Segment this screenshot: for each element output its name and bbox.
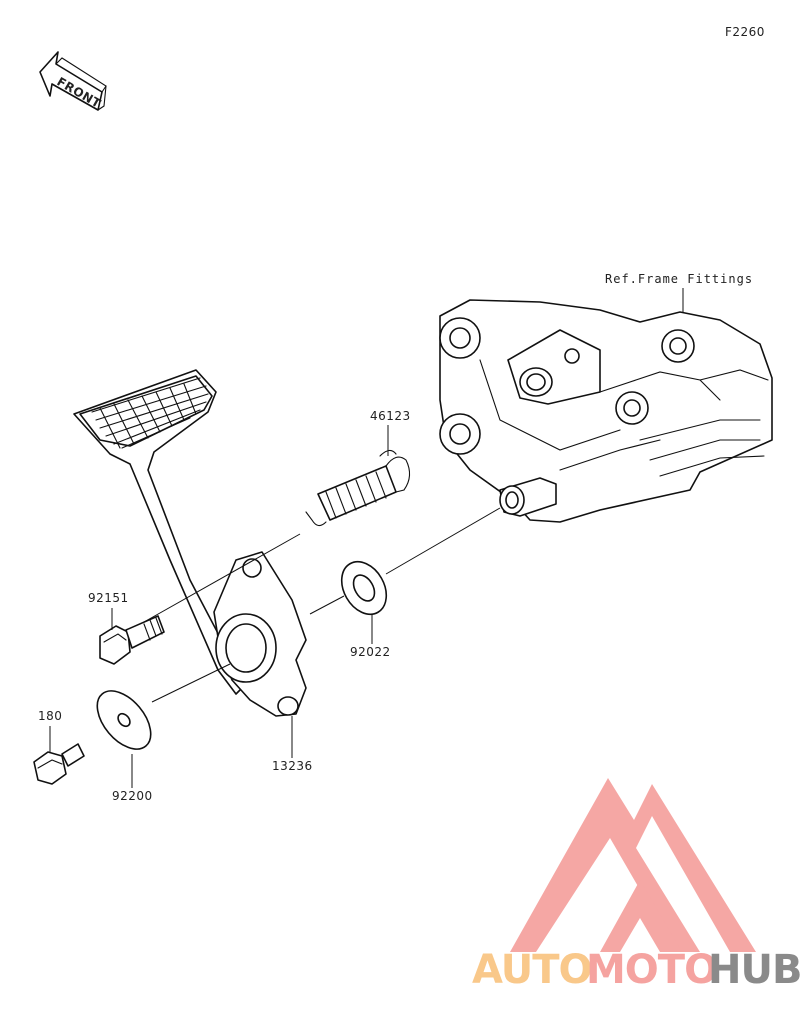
diagram-code: F2260 [725,25,765,39]
assembly-lines [143,507,501,703]
watermark-triangle-icon [510,778,756,952]
frame-fitting [439,299,773,523]
part-label-92022: 92022 [350,645,391,659]
watermark-word-hub: HUB [708,947,800,993]
watermark-word-auto: AUTO [472,947,592,993]
watermark-word-moto: MOTO [586,947,717,993]
bolt-180 [33,743,85,785]
spring-46123 [305,449,411,527]
part-label-92151: 92151 [88,591,129,605]
washer-92200 [96,690,152,750]
part-label-92200: 92200 [112,789,153,803]
bolt-92151 [99,615,165,665]
part-label-13236: 13236 [272,759,313,773]
front-arrow-icon: FRONT [39,51,107,111]
reference-label: Ref.Frame Fittings [605,272,753,286]
part-label-46123: 46123 [370,409,411,423]
part-label-180: 180 [38,709,62,723]
watermark-logo [510,778,756,952]
brake-pedal-13236 [73,369,307,717]
washer-92022 [340,560,388,616]
